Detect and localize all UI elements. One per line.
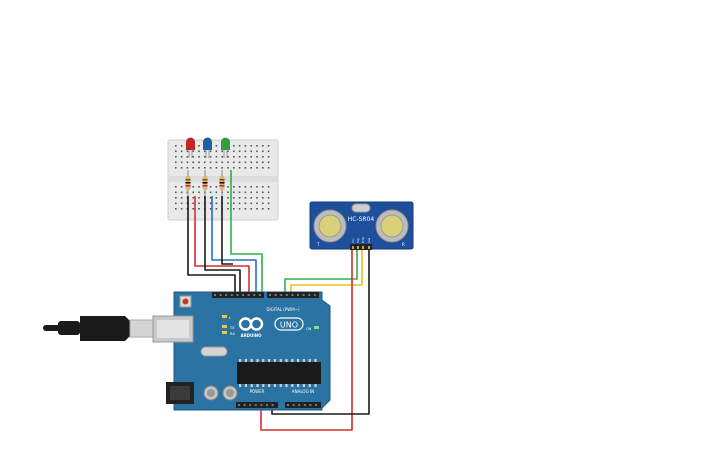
reset-button[interactable] [182, 298, 189, 305]
led-red[interactable] [186, 137, 195, 159]
sensor-t-label: T [316, 242, 320, 247]
power-header[interactable] [236, 402, 278, 408]
arduino-logo: ARDUINO [238, 317, 264, 338]
resistor-2[interactable] [202, 170, 208, 196]
wire-green-sensor[interactable] [284, 250, 358, 294]
on-label: ON [306, 327, 312, 331]
wire-yellow-sensor[interactable] [290, 250, 363, 294]
sensor-r-label: R [402, 242, 405, 247]
digital-label: DIGITAL (PWM~) [266, 307, 300, 312]
arduino-logo-text: ARDUINO [241, 333, 263, 338]
resistor-3[interactable] [219, 170, 225, 196]
usb-cable[interactable] [43, 316, 157, 341]
chip-pins [239, 359, 317, 387]
wire-blue-led[interactable] [211, 196, 257, 294]
sensor-pin-gnd: Gnd [367, 237, 371, 243]
sensor-pin-echo: Echo [361, 236, 365, 243]
header-pins [214, 294, 317, 406]
analog-header[interactable] [285, 402, 321, 408]
wire-red-led[interactable] [194, 196, 250, 294]
led-green[interactable] [221, 137, 230, 159]
wire-green-led[interactable] [230, 170, 263, 294]
uno-label: UNO [280, 321, 298, 330]
rx-label: RX [230, 332, 235, 336]
wire-red-sensor[interactable] [260, 250, 353, 431]
analog-label: ANALOG IN [292, 389, 314, 394]
power-label: POWER [250, 389, 265, 394]
l-label: L [229, 316, 231, 320]
led-blue[interactable] [203, 137, 212, 159]
arduino-uno[interactable]: DIGITAL (PWM~) L TX RX ARDUINO UNO ON [152, 291, 331, 411]
wire-black-led3[interactable] [221, 196, 233, 265]
resistor-1[interactable] [185, 170, 191, 196]
sensor-pins: Vcc Trig Echo Gnd [350, 236, 372, 250]
wire-black-led1[interactable] [187, 196, 236, 294]
microcontroller-chip [237, 362, 321, 384]
wire-black-led2[interactable] [204, 196, 241, 294]
sensor-pin-vcc: Vcc [351, 238, 355, 243]
sensor-pin-trig: Trig [356, 238, 360, 243]
tx-label: TX [229, 326, 235, 330]
ultrasonic-sensor[interactable]: HC-SR04 T R Vcc Trig Echo Gnd [309, 201, 414, 250]
sensor-model-label: HC-SR04 [348, 216, 375, 223]
